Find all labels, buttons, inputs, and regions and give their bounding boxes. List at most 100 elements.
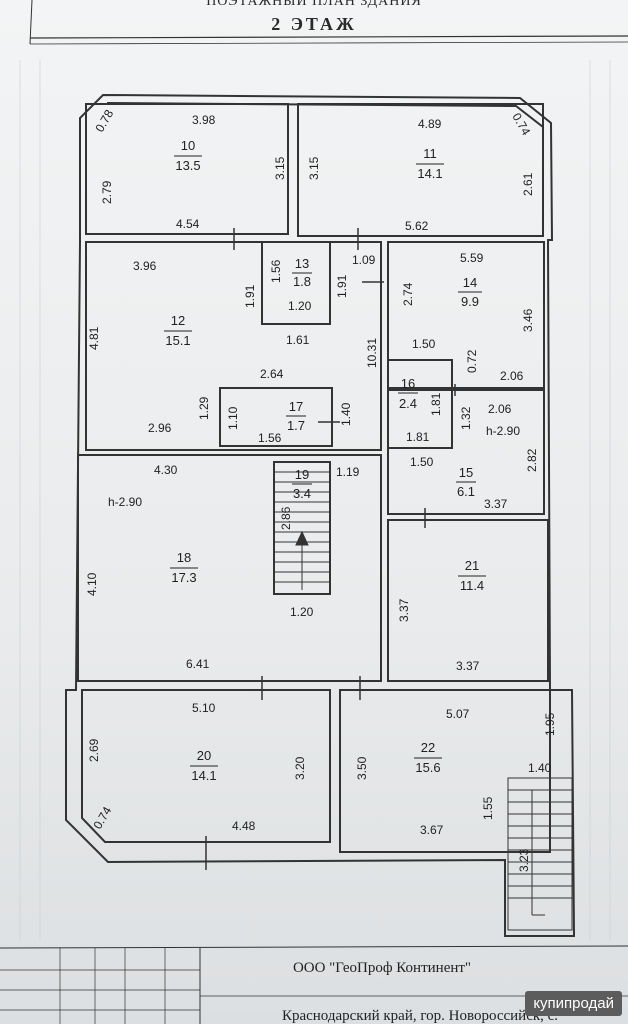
dim-label: 1.09 — [352, 253, 376, 267]
dim-label: 1.50 — [410, 455, 434, 469]
dim-label: 2.79 — [100, 180, 114, 204]
svg-text:1.7: 1.7 — [287, 418, 305, 433]
dim-label: 2.74 — [401, 282, 415, 306]
svg-text:21: 21 — [465, 558, 479, 573]
dimension-labels: 0.78 3.98 4.89 0.74 2.79 3.15 3.15 2.61 … — [85, 107, 557, 872]
svg-text:17.3: 17.3 — [171, 570, 196, 585]
dim-label: 3.50 — [355, 756, 369, 780]
dim-label: 3.37 — [456, 659, 480, 673]
stair-treads — [274, 471, 573, 931]
room-19-label: 193.4 — [292, 467, 312, 501]
svg-text:13: 13 — [295, 256, 309, 271]
svg-text:15: 15 — [459, 465, 473, 480]
dim-label: 0.78 — [92, 107, 116, 135]
dim-label: 3.37 — [484, 497, 508, 511]
dim-label: 2.86 — [279, 506, 293, 530]
dim-label: 2.82 — [525, 448, 539, 472]
room-15-label: 156.1 — [456, 465, 476, 499]
dim-label: 1.91 — [243, 284, 257, 308]
svg-text:15.6: 15.6 — [415, 760, 440, 775]
dim-label: 3.46 — [521, 308, 535, 332]
svg-text:18: 18 — [177, 550, 191, 565]
dim-label: 2.06 — [488, 402, 512, 416]
svg-text:1.8: 1.8 — [293, 274, 311, 289]
dim-label: 3.15 — [273, 156, 287, 180]
room-14-label: 149.9 — [458, 275, 482, 309]
dim-label: 1.56 — [258, 431, 282, 445]
dim-label: 1.50 — [412, 337, 436, 351]
dim-label: 2.69 — [87, 738, 101, 762]
dim-label: 3.15 — [307, 156, 321, 180]
svg-text:3.4: 3.4 — [293, 486, 311, 501]
dim-label: 1.10 — [226, 406, 240, 430]
svg-text:2.4: 2.4 — [399, 396, 417, 411]
dim-label: h-2.90 — [486, 424, 520, 438]
plan-title: ПОЭТАЖНЫЙ ПЛАН ЗДАНИЯ — [206, 0, 422, 9]
room-22-label: 22 15.6 — [414, 740, 442, 775]
watermark: купипродай — [525, 991, 622, 1016]
dim-label: 3.37 — [397, 598, 411, 622]
dim-label: 4.89 — [418, 117, 442, 131]
dim-label: 5.07 — [446, 707, 470, 721]
dim-label: 1.95 — [543, 712, 557, 736]
dim-label: 0.74 — [509, 111, 533, 139]
dim-label: 3.20 — [293, 756, 307, 780]
dim-label: 1.91 — [335, 274, 349, 298]
dim-label: 2.64 — [260, 367, 284, 381]
dim-label: 1.40 — [339, 402, 353, 426]
room-18-label: 18 17.3 — [170, 550, 198, 585]
dim-label: 1.32 — [459, 406, 473, 430]
dim-label: 1.40 — [528, 761, 552, 775]
walls — [65, 93, 576, 937]
company-name: ООО "ГеоПроф Континент" — [293, 960, 471, 976]
room-20-label: 20 14.1 — [190, 748, 218, 783]
dim-label: 1.29 — [197, 396, 211, 420]
svg-text:9.9: 9.9 — [461, 294, 479, 309]
dim-label: 3.98 — [192, 113, 216, 127]
dim-label: 10.31 — [365, 338, 379, 368]
dim-label: h-2.90 — [108, 495, 142, 509]
dim-label: 1.81 — [406, 430, 430, 444]
dim-label: 2.06 — [500, 369, 524, 383]
dim-label: 2.61 — [521, 172, 535, 196]
door-markers — [205, 228, 456, 870]
dim-label: 5.62 — [405, 219, 429, 233]
dim-label: 4.54 — [176, 217, 200, 231]
svg-text:14: 14 — [463, 275, 477, 290]
title-block: ООО "ГеоПроф Континент" Краснодарский кр… — [282, 960, 558, 1024]
svg-text:20: 20 — [197, 748, 211, 763]
dim-label: 1.20 — [288, 299, 312, 313]
dim-label: 1.20 — [290, 605, 314, 619]
dim-label: 4.81 — [87, 326, 101, 350]
svg-text:12: 12 — [171, 313, 185, 328]
dim-label: 4.48 — [232, 819, 256, 833]
dim-label: 5.10 — [192, 701, 216, 715]
dim-label: 6.41 — [186, 657, 210, 671]
dim-label: 3.67 — [420, 823, 444, 837]
room-17-label: 171.7 — [286, 399, 306, 433]
dim-label: 1.81 — [429, 392, 443, 416]
floor-label: 2 ЭТАЖ — [271, 14, 357, 34]
dim-label: 4.30 — [154, 463, 178, 477]
dim-label: 3.96 — [133, 259, 157, 273]
svg-text:16: 16 — [401, 376, 415, 391]
svg-text:14.1: 14.1 — [191, 768, 216, 783]
dim-label: 4.10 — [85, 572, 99, 596]
svg-text:22: 22 — [421, 740, 435, 755]
address-line: Краснодарский край, гор. Новороссийск, с… — [282, 1008, 558, 1024]
dim-label: 1.56 — [269, 259, 283, 283]
dim-label: 0.74 — [90, 804, 114, 832]
svg-text:13.5: 13.5 — [175, 158, 200, 173]
dim-label: 1.55 — [481, 796, 495, 820]
dim-label: 5.59 — [460, 251, 484, 265]
background-grid — [19, 60, 611, 940]
dim-label: 1.19 — [336, 465, 360, 479]
svg-text:6.1: 6.1 — [457, 484, 475, 499]
